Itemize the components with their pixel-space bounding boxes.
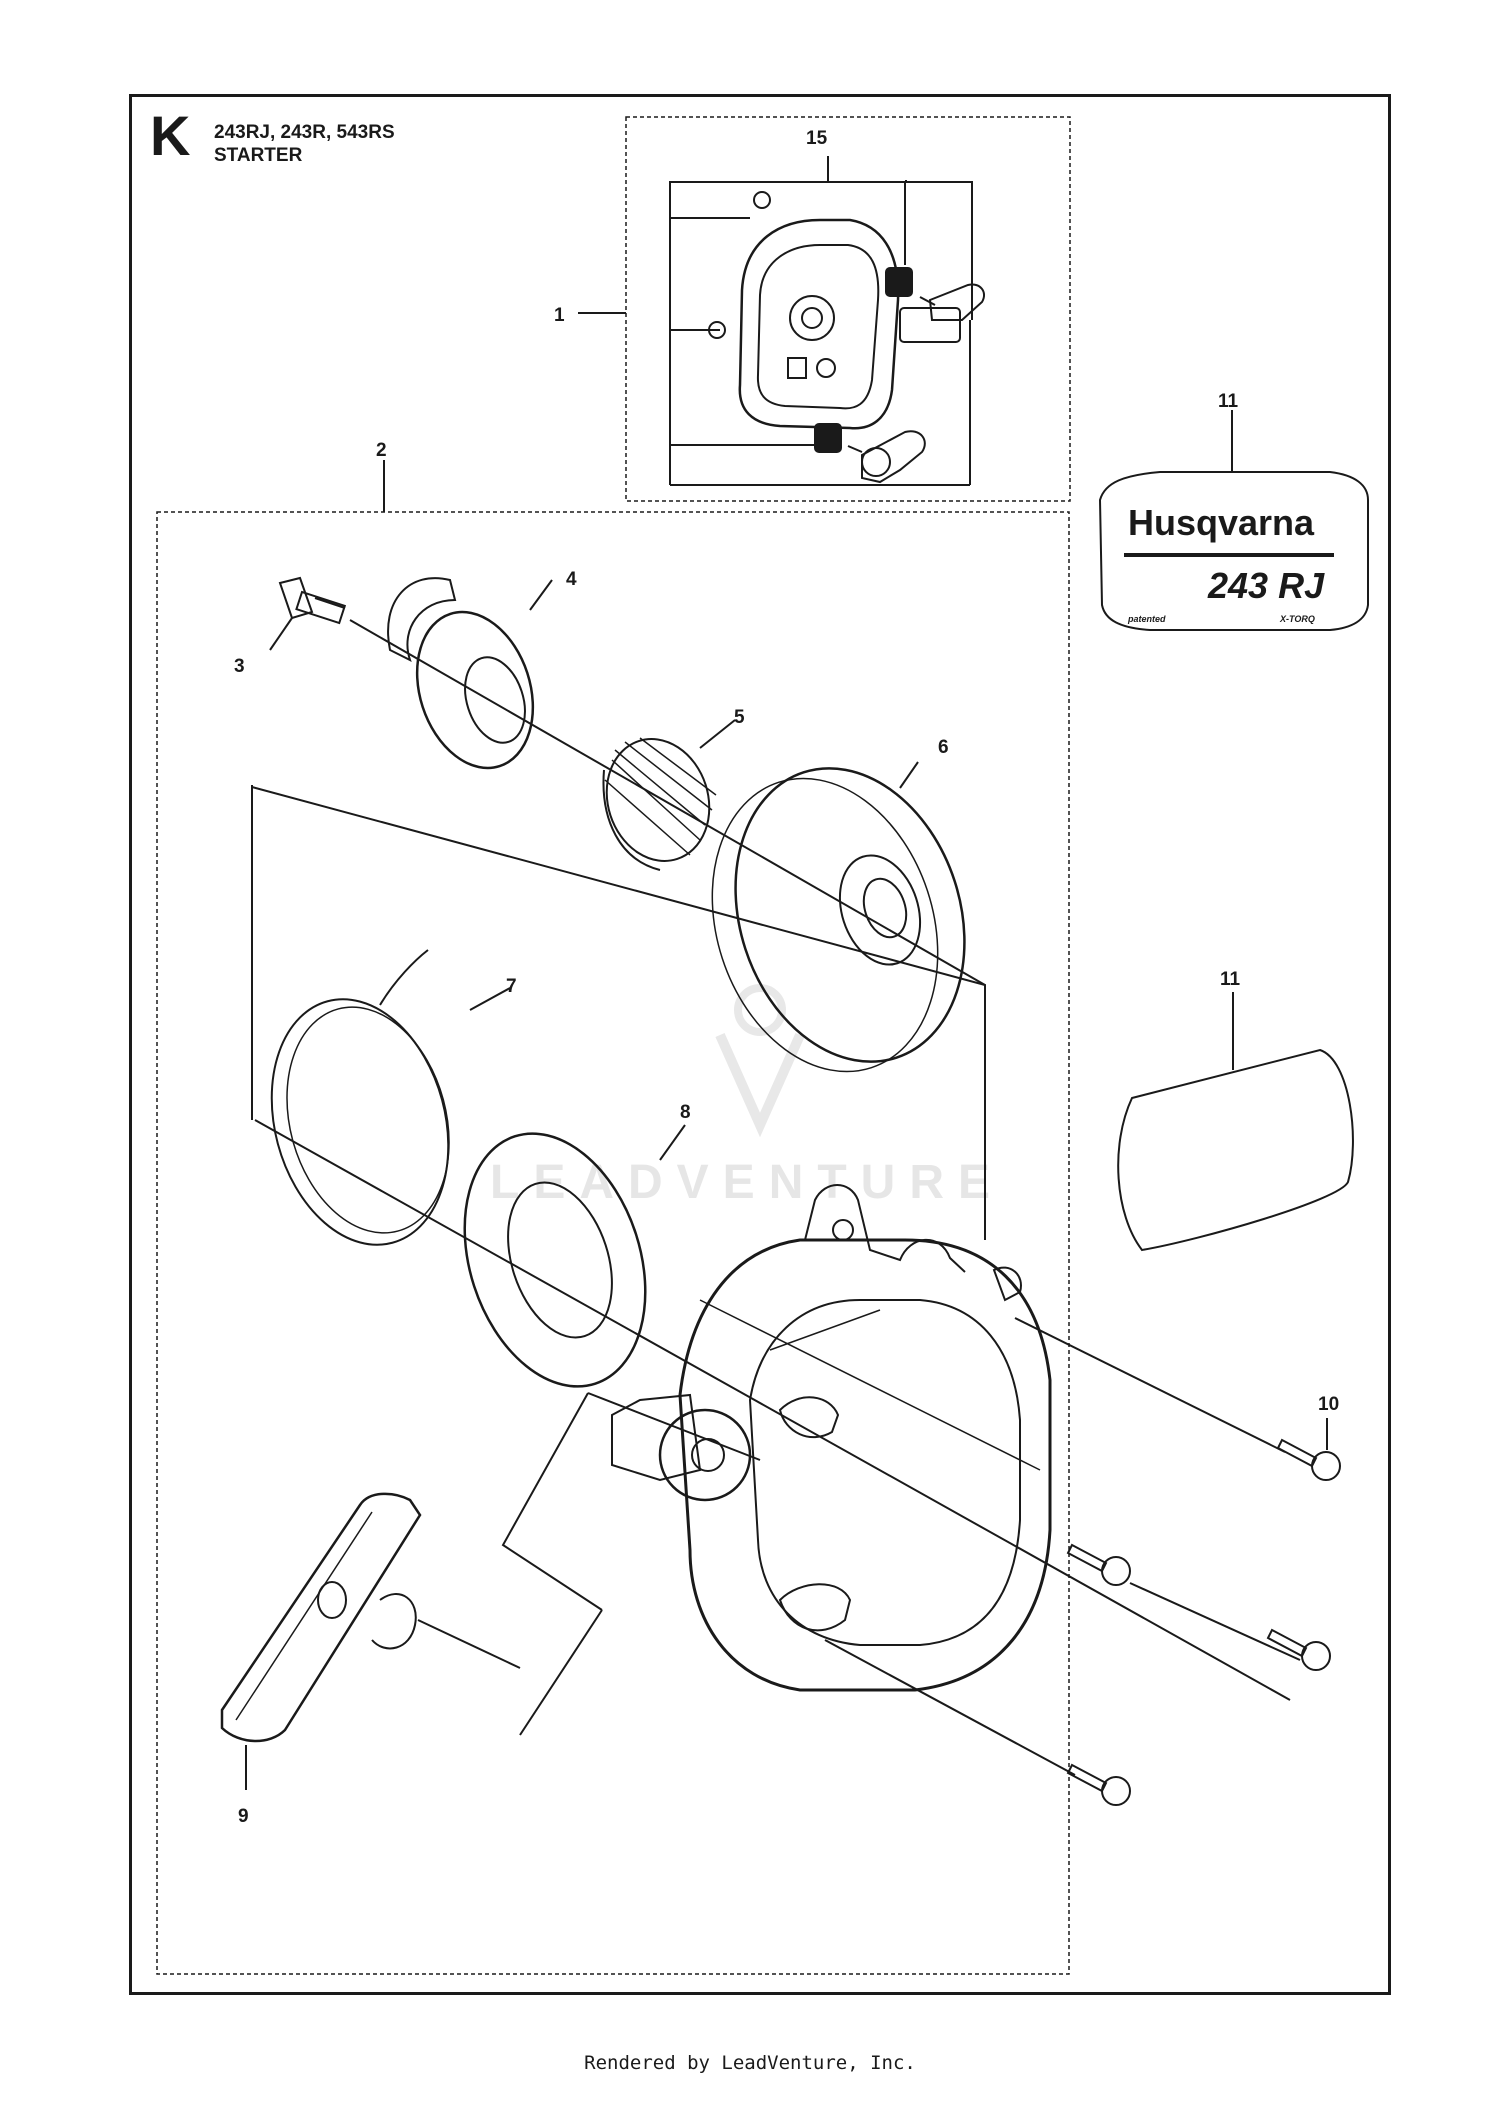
kit-box-15 bbox=[625, 116, 1071, 502]
handle-bracket-upper bbox=[587, 1392, 761, 1461]
pawl-housing bbox=[708, 191, 986, 484]
callout-9: 9 bbox=[238, 1806, 249, 1827]
callout-7: 7 bbox=[506, 976, 517, 997]
callout-5: 5 bbox=[734, 707, 745, 728]
decal-model: 243 RJ bbox=[1207, 565, 1325, 606]
decal-right-note: X-TORQ bbox=[1279, 614, 1315, 624]
handle-bracket-lower bbox=[519, 1609, 603, 1736]
callout-3: 3 bbox=[234, 656, 245, 677]
part-4-bushing bbox=[387, 577, 553, 770]
callout-8: 8 bbox=[680, 1102, 691, 1123]
section-letter: K bbox=[150, 104, 191, 167]
bracket-outline bbox=[251, 786, 986, 1240]
kit-box-2 bbox=[156, 511, 1070, 1975]
part-9-handle bbox=[220, 1492, 521, 1790]
axis-lower bbox=[254, 1119, 1291, 1701]
starter-housing bbox=[611, 1184, 1052, 1692]
decal-brand: Husqvarna bbox=[1128, 502, 1315, 543]
callout-4: 4 bbox=[566, 569, 577, 590]
diagram-frame bbox=[129, 94, 1391, 1995]
watermark: LEADVENTURE bbox=[490, 984, 1004, 1209]
assembly-axis bbox=[349, 619, 986, 986]
part-11-decal: Husqvarna 243 RJ patented X-TORQ bbox=[1098, 410, 1369, 631]
part-5-spring bbox=[602, 719, 736, 871]
callout-15-bracket bbox=[669, 156, 973, 486]
footer-credit: Rendered by LeadVenture, Inc. bbox=[584, 2052, 916, 2074]
model-list: 243RJ, 243R, 543RS bbox=[214, 122, 395, 143]
handle-bracket bbox=[501, 1392, 603, 1611]
decal-left-note: patented bbox=[1127, 614, 1166, 624]
part-8-washer bbox=[463, 1124, 686, 1388]
callout-1: 1 bbox=[554, 305, 565, 326]
part-7-rope bbox=[270, 949, 511, 1246]
part-10-screws bbox=[824, 1317, 1341, 1806]
section-title: STARTER bbox=[214, 145, 303, 166]
callout-6: 6 bbox=[938, 737, 949, 758]
callout-11-decal: 11 bbox=[1218, 391, 1239, 412]
part-6-pulley bbox=[711, 761, 966, 1073]
callout-15: 15 bbox=[806, 128, 828, 149]
callout-10: 10 bbox=[1318, 1394, 1339, 1415]
part-3-bolt bbox=[269, 576, 347, 651]
callout-11-blank: 11 bbox=[1220, 969, 1241, 990]
watermark-text: LEADVENTURE bbox=[490, 1156, 1004, 1209]
callout-2: 2 bbox=[376, 440, 387, 461]
part-11-decal-blank bbox=[1117, 992, 1354, 1252]
